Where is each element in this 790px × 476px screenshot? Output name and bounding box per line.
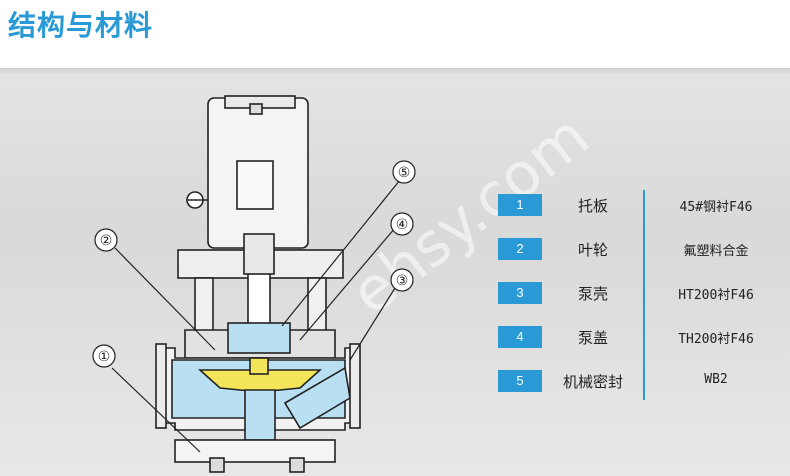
terminal-box xyxy=(236,160,274,210)
callout-5-circle xyxy=(392,160,416,184)
table-row: 2 叶轮 氟塑料合金 xyxy=(498,234,784,264)
part-number: 3 xyxy=(498,282,542,304)
part-number: 5 xyxy=(498,370,542,392)
base-foot-left xyxy=(209,457,225,473)
table-row: 4 泵盖 TH200衬F46 xyxy=(498,322,784,352)
part-material: HT200衬F46 xyxy=(678,288,754,303)
part-name: 泵壳 xyxy=(577,285,608,303)
part-name: 泵盖 xyxy=(577,329,608,347)
seal-housing xyxy=(227,322,291,354)
table-row: 5 机械密封 WB2 xyxy=(498,366,784,396)
callout-3-circle xyxy=(390,268,414,292)
inlet-channel xyxy=(244,389,276,441)
part-name: 托板 xyxy=(577,197,608,215)
panel-shadow xyxy=(0,68,790,74)
table-row: 1 托板 45#钢衬F46 xyxy=(498,190,784,220)
support-plate xyxy=(174,439,336,463)
outlet-flange xyxy=(349,343,361,429)
part-number: 2 xyxy=(498,238,542,260)
bracket-leg-left xyxy=(194,277,214,334)
base-foot-right xyxy=(289,457,305,473)
part-material: WB2 xyxy=(704,372,728,387)
inlet-flange xyxy=(155,343,167,429)
callout-5: ⑤ xyxy=(398,165,411,181)
part-name: 机械密封 xyxy=(562,373,623,391)
callout-2: ② xyxy=(100,233,113,249)
callout-1: ① xyxy=(98,349,111,365)
table-row: 3 泵壳 HT200衬F46 xyxy=(498,278,784,308)
part-name: 叶轮 xyxy=(577,241,608,259)
callout-3: ③ xyxy=(396,273,409,289)
impeller-hub xyxy=(249,357,269,375)
parts-table: 1 托板 45#钢衬F46 2 叶轮 氟塑料合金 3 泵壳 HT200衬F46 … xyxy=(498,190,784,410)
bolt-top xyxy=(249,103,263,115)
callout-4-circle xyxy=(390,212,414,236)
part-material: TH200衬F46 xyxy=(678,332,754,347)
part-number: 1 xyxy=(498,194,542,216)
table-divider xyxy=(643,190,645,400)
bracket-leg-right xyxy=(307,277,327,334)
page-title: 结构与材料 xyxy=(8,9,154,42)
part-number: 4 xyxy=(498,326,542,348)
coupling xyxy=(243,233,275,275)
callout-1-circle xyxy=(92,344,116,368)
impeller xyxy=(197,369,323,393)
pump-cross-section: ① ② ③ ④ ⑤ xyxy=(92,95,416,473)
callout-4: ④ xyxy=(396,217,409,233)
part-material: 氟塑料合金 xyxy=(683,244,749,259)
callout-2-circle xyxy=(94,228,118,252)
part-material: 45#钢衬F46 xyxy=(679,200,753,215)
